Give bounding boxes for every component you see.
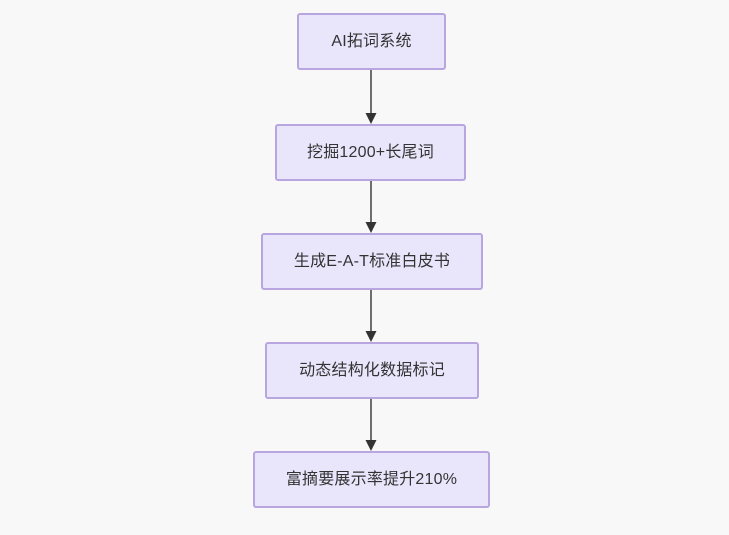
arrowhead-icon bbox=[365, 331, 377, 342]
arrowhead-icon bbox=[365, 440, 377, 451]
flow-node-eat-whitepaper[interactable]: 生成E-A-T标准白皮书 bbox=[261, 233, 483, 290]
flow-node-label: 富摘要展示率提升210% bbox=[285, 470, 458, 488]
flow-node-structured-data-markup[interactable]: 动态结构化数据标记 bbox=[265, 342, 479, 399]
flow-node-label: 生成E-A-T标准白皮书 bbox=[293, 252, 451, 270]
edge-n3-n4 bbox=[365, 290, 377, 342]
edge-n4-n5 bbox=[365, 399, 377, 451]
flow-node-ai-keyword-system[interactable]: AI拓词系统 bbox=[297, 13, 446, 70]
flow-node-longtail-keywords[interactable]: 挖掘1200+长尾词 bbox=[275, 124, 466, 181]
flow-node-label: 动态结构化数据标记 bbox=[299, 361, 445, 379]
arrowhead-icon bbox=[365, 113, 377, 124]
flow-node-label: 挖掘1200+长尾词 bbox=[307, 143, 434, 161]
flow-node-label: AI拓词系统 bbox=[331, 32, 412, 50]
arrowhead-icon bbox=[365, 222, 377, 233]
edge-n2-n3 bbox=[365, 181, 377, 233]
flow-node-rich-snippet-result[interactable]: 富摘要展示率提升210% bbox=[253, 451, 490, 508]
edge-n1-n2 bbox=[365, 70, 377, 124]
